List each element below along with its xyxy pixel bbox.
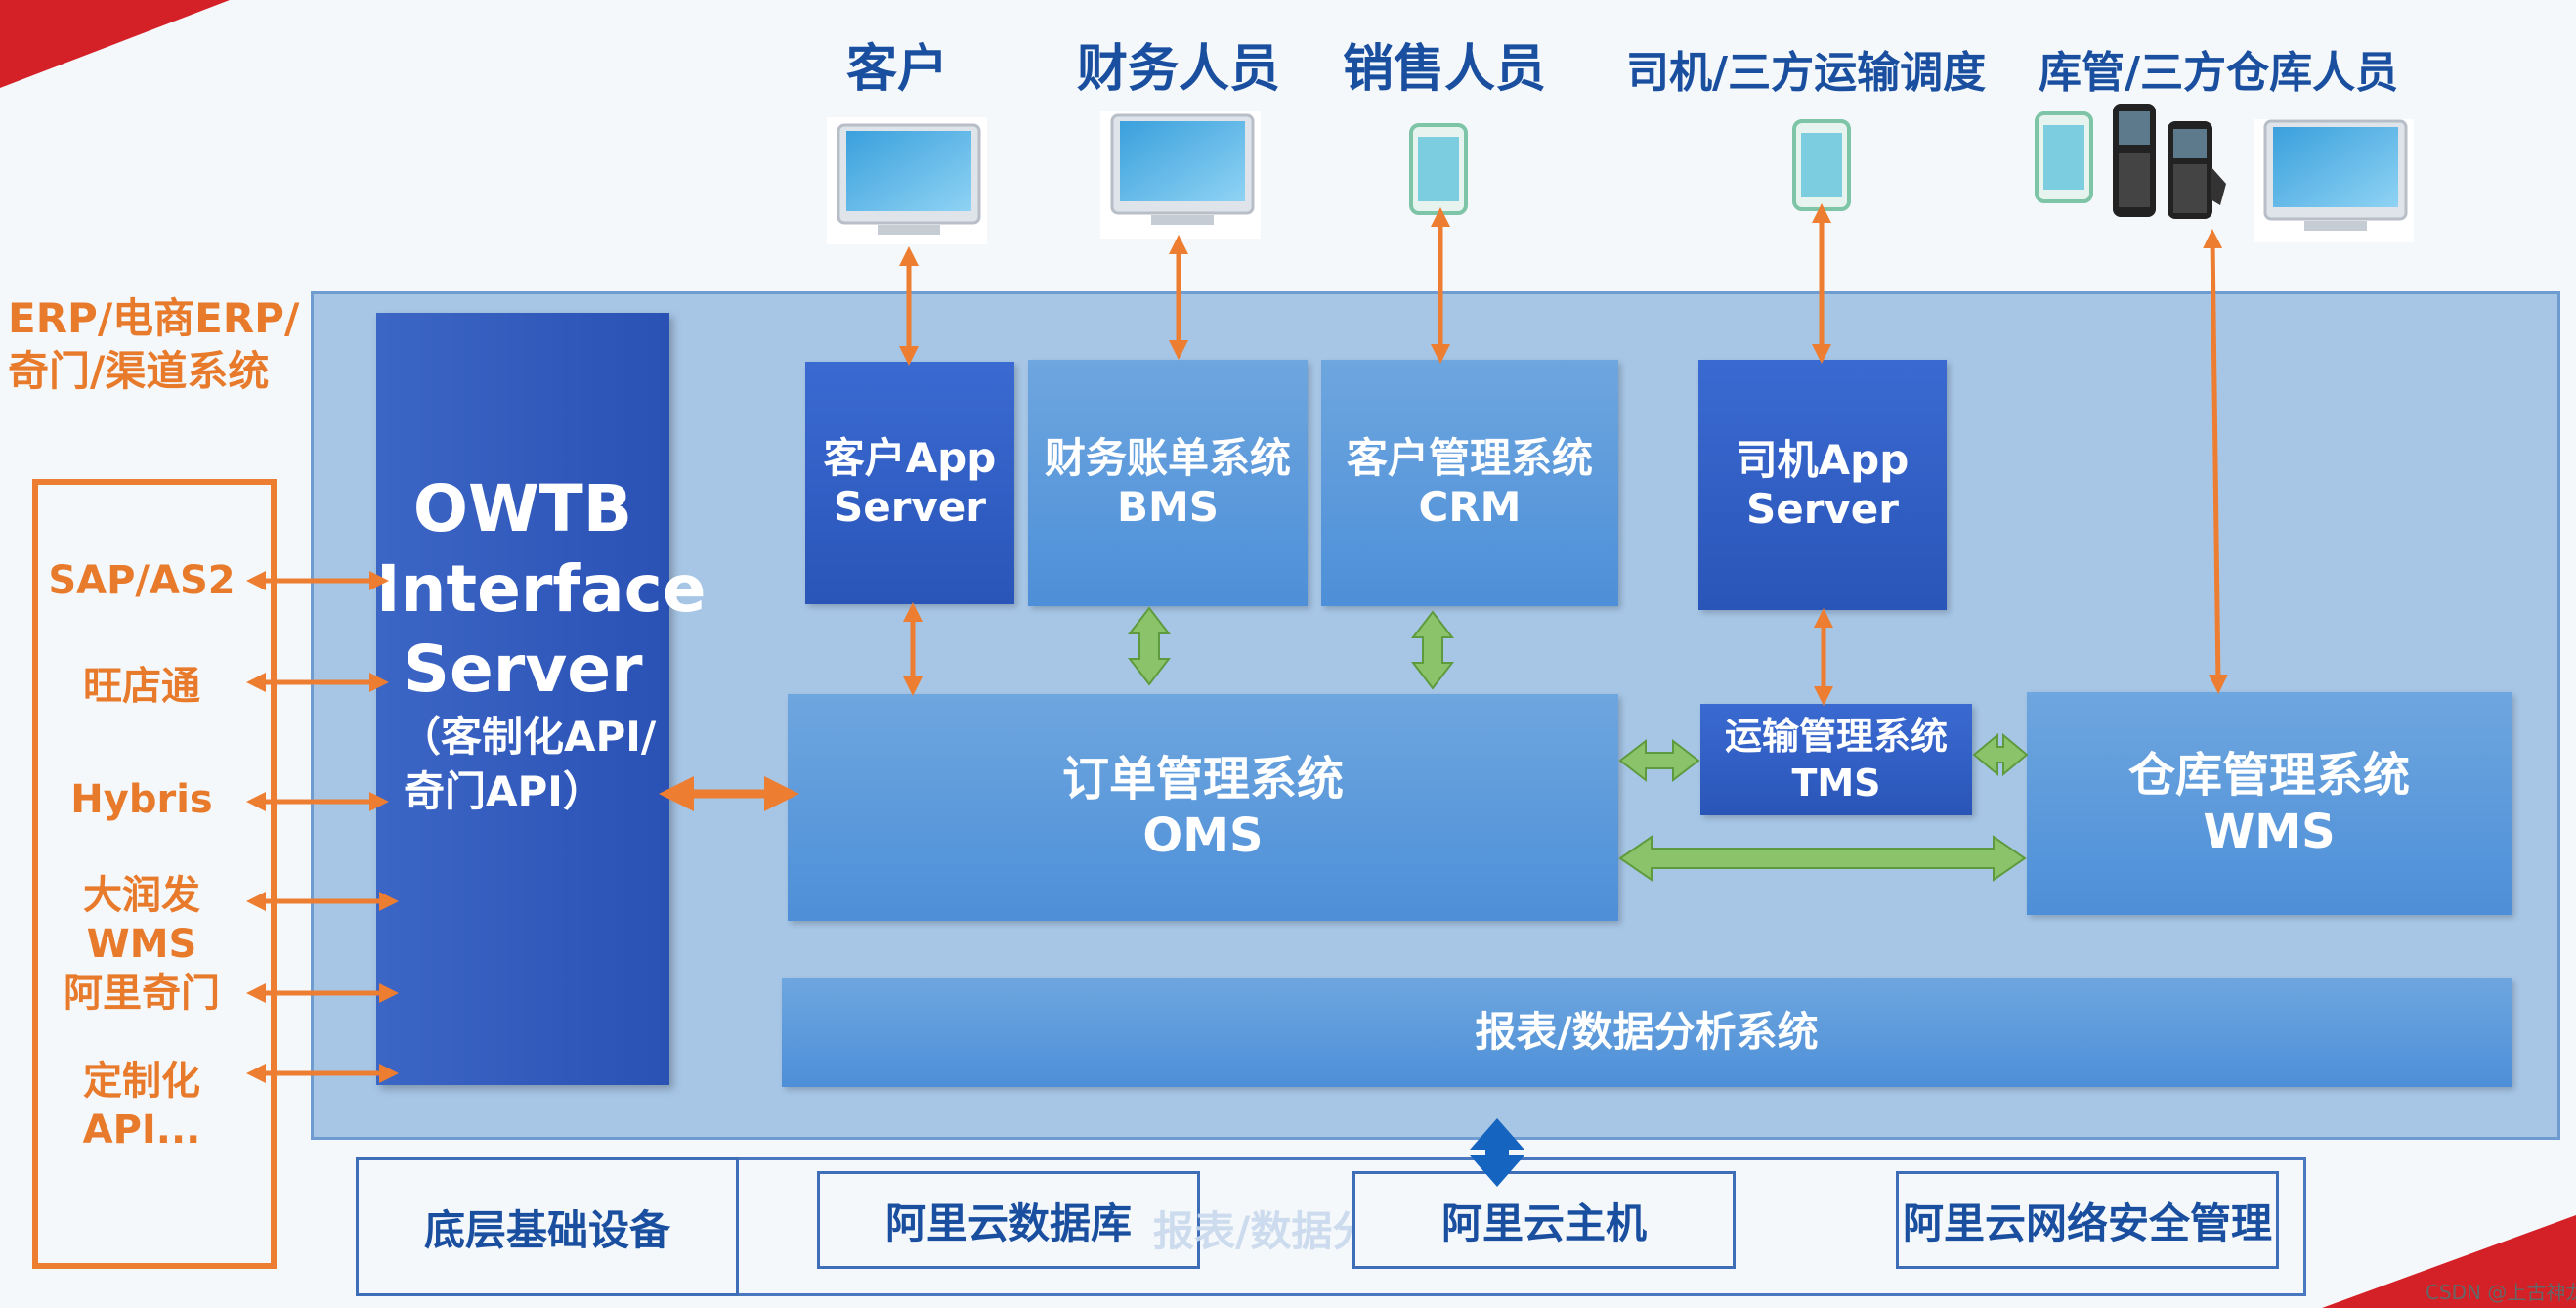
scanner-icon-2 — [2168, 121, 2226, 219]
owtb-line2: Interface — [376, 551, 707, 627]
report-system: 报表/数据分析系统 — [782, 978, 2512, 1087]
monitor-icon-finance — [1100, 111, 1261, 239]
ext-item-api: API... — [82, 1108, 201, 1153]
bms-label: 财务账单系统 — [1044, 434, 1291, 482]
customer-app-server: 客户App Server — [805, 362, 1014, 604]
wms-sub: WMS — [2203, 805, 2336, 859]
monitor-icon-customer — [827, 117, 987, 244]
green-arrow-crm-oms — [1410, 610, 1455, 690]
owtb-line3: Server — [403, 632, 643, 707]
oms-sub: OMS — [1142, 808, 1264, 863]
report-label: 报表/数据分析系统 — [1475, 1008, 1819, 1056]
role-finance: 财务人员 — [1077, 40, 1281, 99]
ext-item-rtmart: 大润发 — [83, 873, 200, 918]
ext-item-sap: SAP/AS2 — [48, 558, 236, 603]
owtb-line4: （客制化API/ — [400, 713, 657, 761]
owtb-line1: OWTB — [412, 471, 633, 546]
ext-title-line1: ERP/电商ERP/ — [8, 294, 300, 342]
infra-security: 阿里云网络安全管理 — [1896, 1171, 2279, 1269]
owtb-interface-server: OWTB Interface Server （客制化API/ 奇门API） — [376, 313, 707, 1085]
tms-label: 运输管理系统 — [1724, 715, 1948, 758]
crm-label: 客户管理系统 — [1346, 434, 1593, 482]
driver-app-label: 司机App — [1736, 436, 1910, 484]
blue-arrow-infra — [1470, 1118, 1524, 1187]
driver-app-sub: Server — [1745, 485, 1900, 533]
owtb-line5: 奇门API） — [404, 767, 604, 815]
wms-label: 仓库管理系统 — [2127, 748, 2410, 803]
monitor-icon-warehouse — [2254, 119, 2414, 242]
oms-system: 订单管理系统 OMS — [788, 694, 1618, 921]
crm-system: 客户管理系统 CRM — [1321, 360, 1618, 606]
watermark: CSDN @上古神龙 — [2426, 1281, 2576, 1304]
phone-icon-sales — [1409, 123, 1468, 215]
ext-item-custom: 定制化 — [83, 1059, 200, 1104]
arrow-warehouse-wms — [2203, 229, 2228, 694]
infra-host: 阿里云主机 — [1352, 1171, 1736, 1269]
oms-label: 订单管理系统 — [1061, 752, 1344, 807]
wms-system: 仓库管理系统 WMS — [2027, 692, 2512, 915]
tms-system: 运输管理系统 TMS — [1700, 704, 1972, 815]
ext-item-ali-qimen: 阿里奇门 — [64, 971, 220, 1016]
green-arrow-oms-wms — [1618, 835, 2027, 882]
bms-sub: BMS — [1116, 483, 1220, 531]
external-systems-box — [32, 479, 277, 1269]
phone-icon-warehouse — [2035, 111, 2093, 203]
driver-app-server: 司机App Server — [1698, 360, 1947, 610]
green-arrow-oms-tms — [1618, 738, 1700, 783]
corner-decoration-top-left — [0, 0, 230, 88]
ext-item-wangdiantong: 旺店通 — [83, 664, 200, 709]
green-arrow-tms-wms — [1972, 732, 2029, 777]
ext-title-line2: 奇门/渠道系统 — [8, 347, 270, 395]
role-customer: 客户 — [846, 40, 949, 99]
role-warehouse: 库管/三方仓库人员 — [2039, 48, 2399, 98]
phone-icon-driver — [1792, 119, 1851, 211]
infra-label: 底层基础设备 — [356, 1157, 739, 1296]
role-sales: 销售人员 — [1343, 40, 1547, 99]
green-arrow-bms-oms — [1127, 606, 1172, 686]
customer-app-sub: Server — [833, 483, 987, 531]
infra-database: 阿里云数据库 — [817, 1171, 1200, 1269]
ext-item-wms: WMS — [86, 922, 197, 967]
customer-app-label: 客户App — [823, 434, 997, 482]
scanner-icon-1 — [2113, 104, 2156, 217]
tms-sub: TMS — [1791, 762, 1881, 805]
corner-decoration-bottom-right — [2322, 1215, 2576, 1308]
bms-system: 财务账单系统 BMS — [1028, 360, 1308, 606]
ext-item-hybris: Hybris — [70, 777, 213, 822]
crm-sub: CRM — [1418, 483, 1522, 531]
role-driver: 司机/三方运输调度 — [1626, 48, 1987, 98]
